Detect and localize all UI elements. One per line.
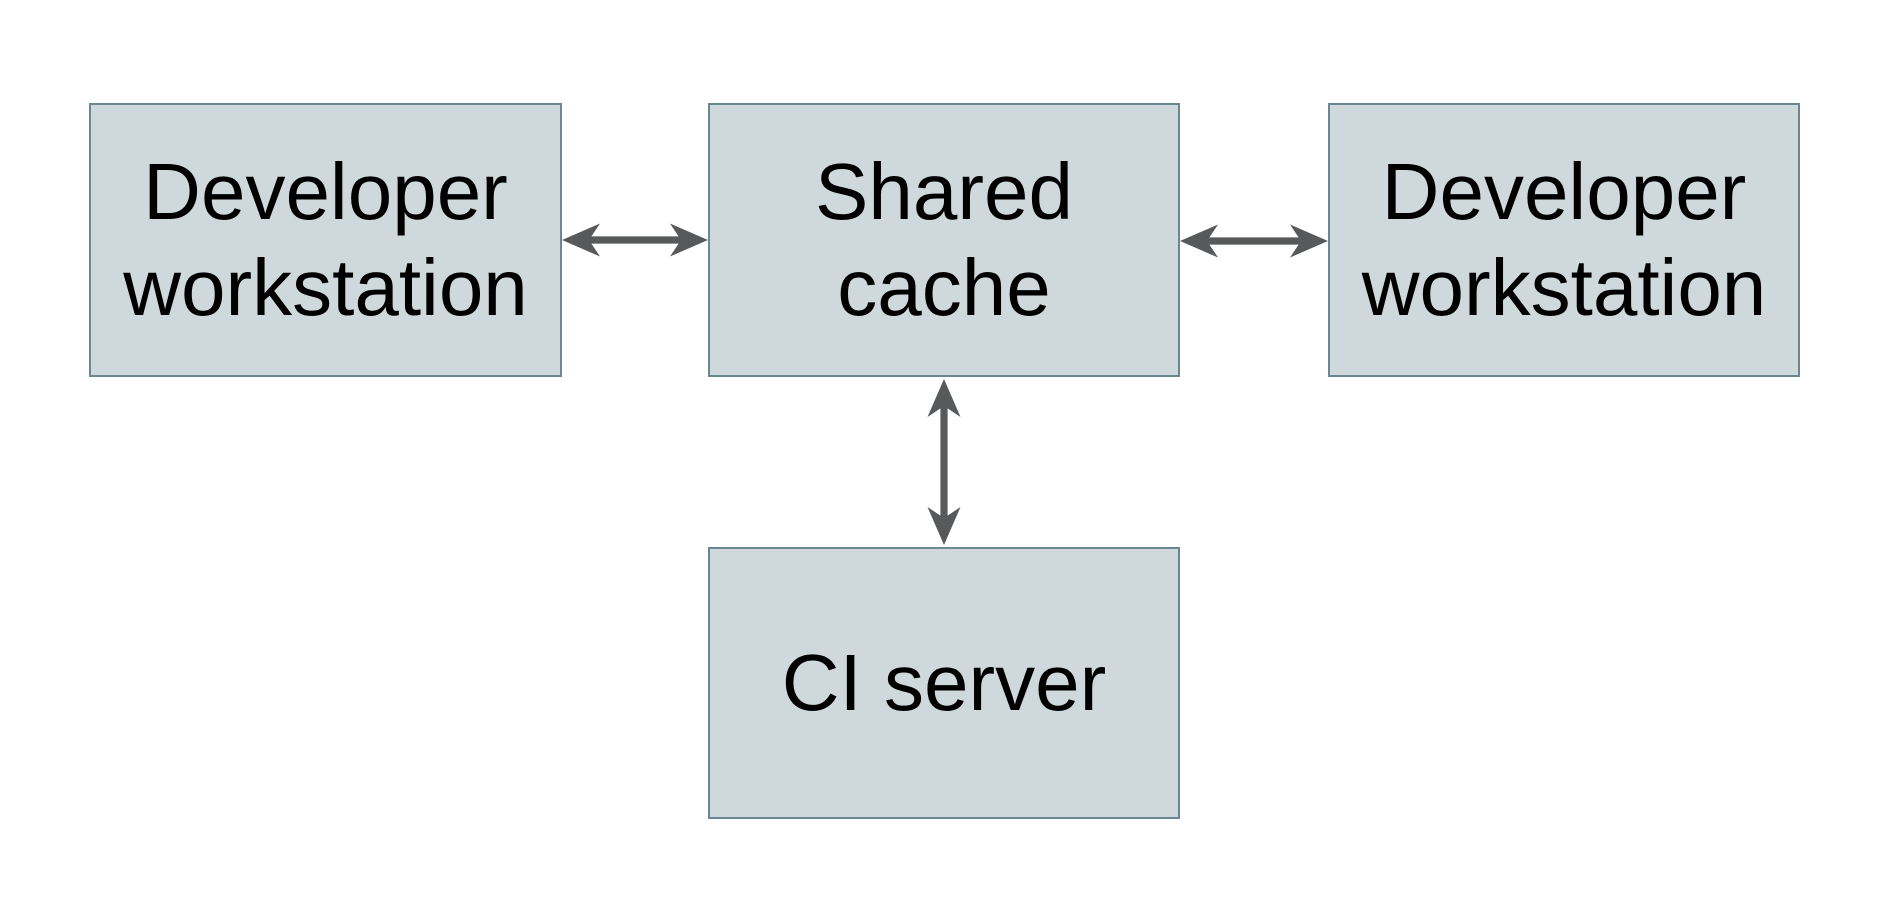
ci-server-label: CI server: [781, 638, 1107, 727]
arrowhead-icon: [562, 223, 600, 257]
arrowhead-icon: [927, 379, 961, 417]
ci-server-node: CI server: [708, 547, 1180, 819]
developer-workstation-right-label: Developer workstation: [1361, 147, 1767, 332]
edge-arrow-shared-cache-ci-server: [927, 379, 961, 545]
developer-workstation-left-node: Developer workstation: [89, 103, 562, 377]
developer-workstation-left-label: Developer workstation: [123, 147, 528, 332]
arrow-shaft: [589, 236, 681, 244]
shared-cache-node: Shared cache: [708, 103, 1180, 377]
developer-workstation-right-node: Developer workstation: [1328, 103, 1800, 377]
arrowhead-icon: [927, 507, 961, 545]
edge-arrow-dev-left-shared-cache: [562, 223, 708, 257]
arrow-shaft: [940, 406, 948, 518]
arrowhead-icon: [1180, 224, 1218, 258]
arrow-shaft: [1207, 237, 1301, 245]
shared-cache-label: Shared cache: [815, 147, 1073, 332]
edge-arrow-shared-cache-dev-right: [1180, 224, 1328, 258]
arrowhead-icon: [1290, 224, 1328, 258]
arrowhead-icon: [670, 223, 708, 257]
